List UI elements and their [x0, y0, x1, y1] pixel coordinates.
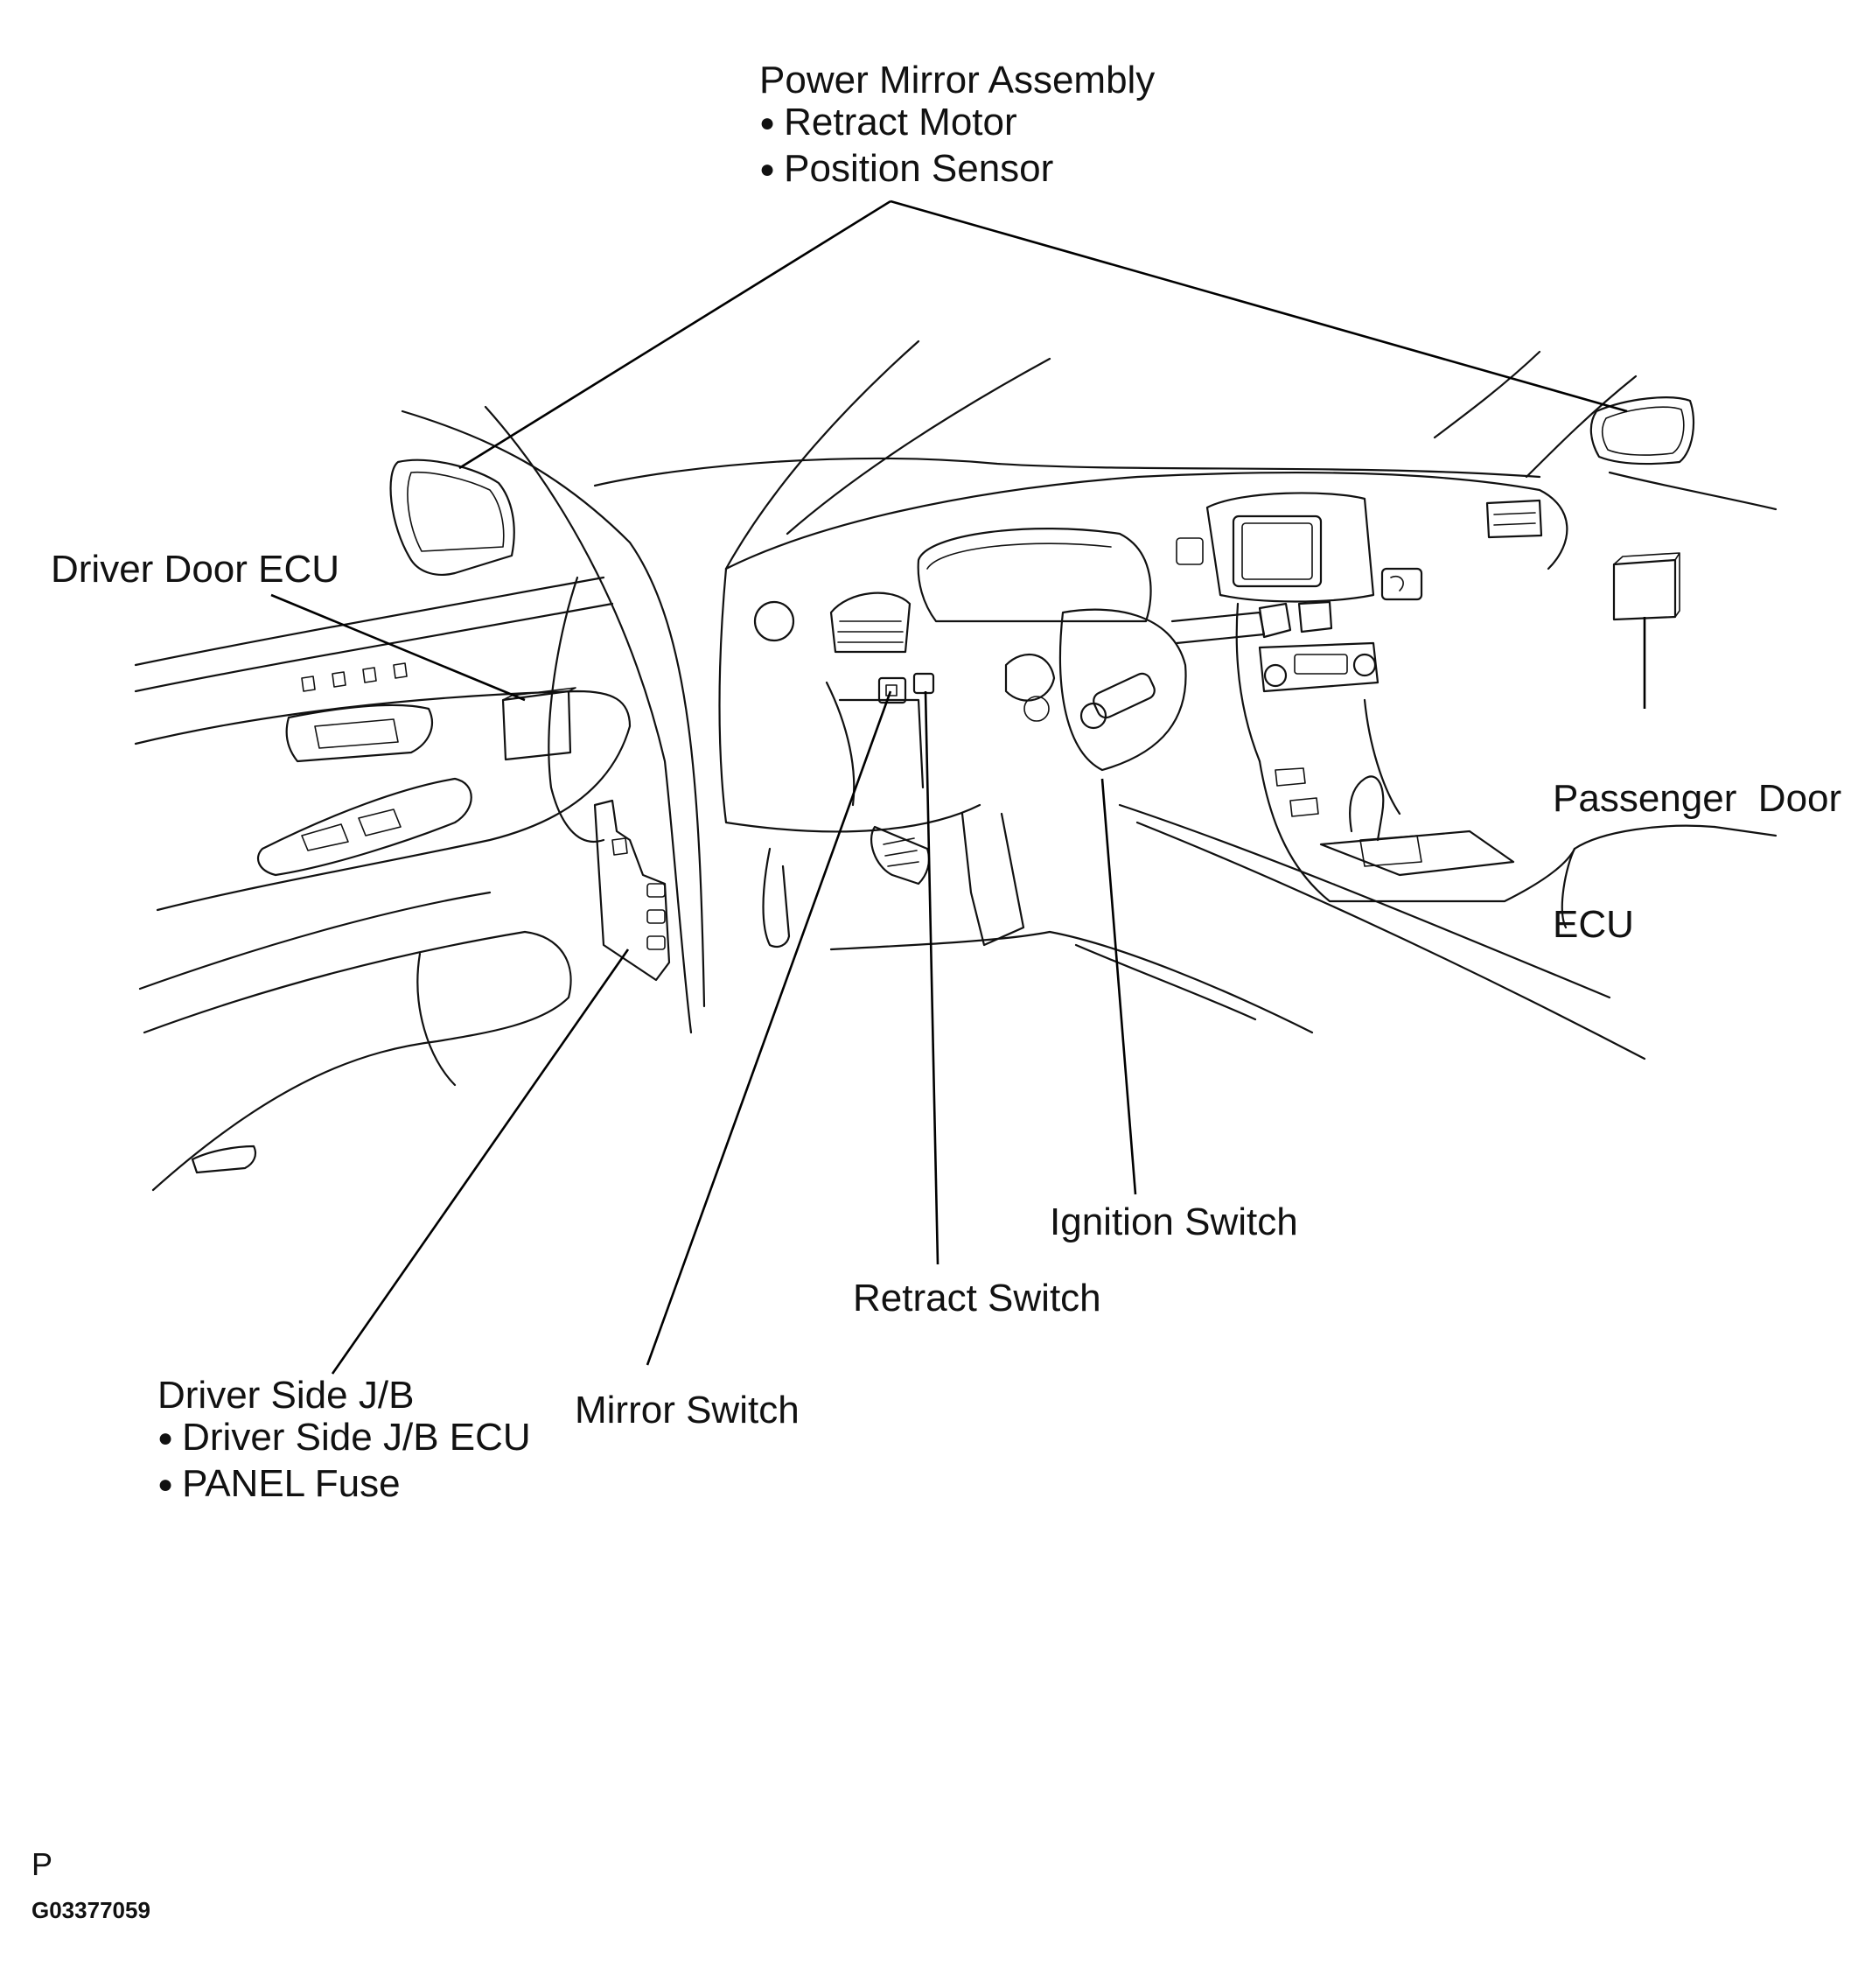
dashboard	[718, 471, 1568, 833]
figure-code: G03377059	[31, 1897, 150, 1923]
retract-switch-label: Retract Switch	[853, 1277, 1101, 1320]
driver-jb-module	[548, 576, 671, 982]
driver-door-ecu-box	[501, 687, 576, 761]
footer-letter: P	[31, 1846, 53, 1882]
driver-side-jb-title: Driver Side J/B	[157, 1374, 415, 1417]
driver-side-jb-label: Driver Side J/B Driver Side J/B ECU PANE…	[157, 1375, 531, 1509]
passenger-door-ecu-label: Passenger Door ECU	[1553, 694, 1841, 1030]
mirror-switch-label: Mirror Switch	[575, 1389, 800, 1432]
passenger-door-ecu-line1: Passenger Door	[1553, 777, 1842, 820]
floor-pedals	[762, 803, 1646, 1060]
power-mirror-assembly-label: Power Mirror Assembly Retract Motor Posi…	[759, 60, 1155, 194]
center-console	[1258, 760, 1778, 929]
leader-lines	[270, 200, 1646, 1375]
passenger-door-ecu-box	[1612, 552, 1680, 621]
position-sensor-item: Position Sensor	[759, 148, 1155, 194]
driver-door-ecu-label: Driver Door ECU	[51, 548, 340, 591]
driver-side-jb-ecu-item: Driver Side J/B ECU	[157, 1417, 531, 1463]
panel-fuse-item: PANEL Fuse	[157, 1463, 531, 1509]
passenger-door-ecu-line2: ECU	[1553, 903, 1634, 946]
retract-motor-item: Retract Motor	[759, 102, 1155, 148]
driver-mirror	[389, 458, 515, 576]
windshield-frame	[401, 340, 1778, 1034]
ignition-switch-label: Ignition Switch	[1050, 1200, 1298, 1243]
power-mirror-assembly-title: Power Mirror Assembly	[759, 59, 1156, 102]
passenger-mirror	[1589, 396, 1695, 466]
